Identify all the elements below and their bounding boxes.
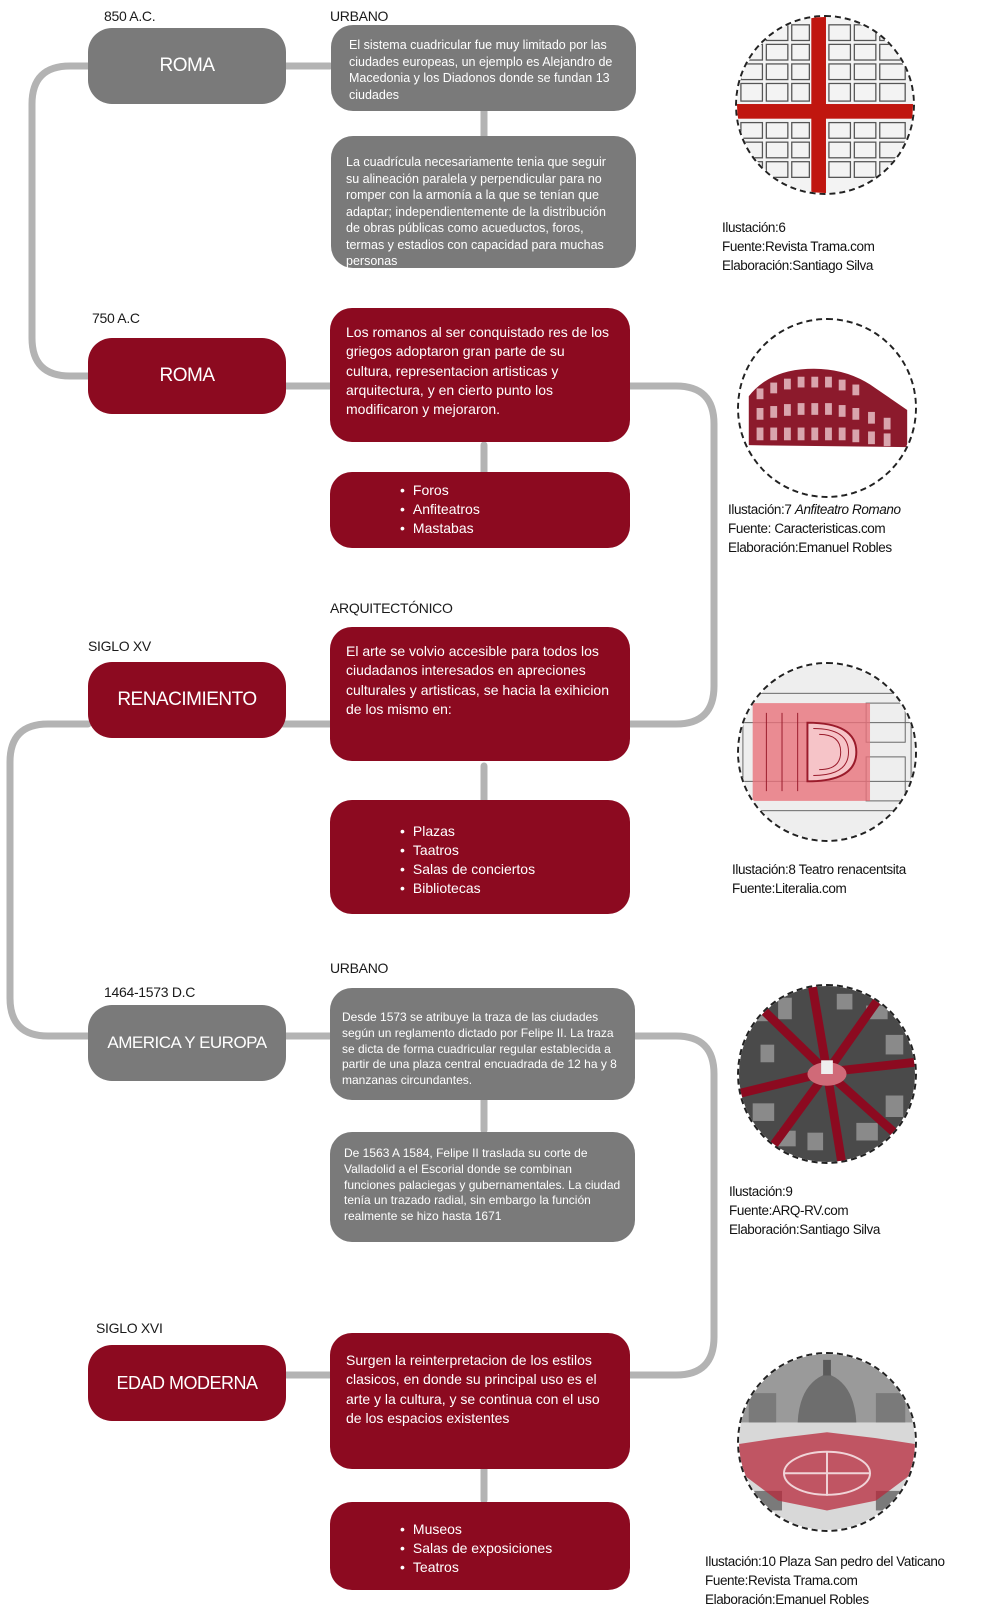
era-pill-edad-moderna: EDAD MODERNA [88, 1345, 286, 1421]
caption-line: Elaboración:Santiago Silva [722, 258, 873, 273]
theatre-plan-icon [737, 662, 917, 842]
date-label-siglo-xvi: SIGLO XVI [96, 1320, 163, 1336]
urban-grid-plan-icon [735, 15, 915, 195]
era-name: RENACIMIENTO [117, 689, 257, 710]
era-pill-roma-850: ROMA [88, 28, 286, 104]
list-item: Mastabas [400, 519, 630, 538]
description-box: Surgen la reinterpretacion de los estilo… [330, 1333, 630, 1469]
caption-italic: Anfiteatro Romano [794, 502, 901, 517]
caption-line: Ilustación:9 [729, 1184, 793, 1199]
date-label-roma-750: 750 A.C [92, 310, 140, 326]
description-text: Los romanos al ser conquistado res de lo… [346, 324, 610, 418]
list-item: Salas de conciertos [400, 860, 630, 879]
items-box: Plazas Taatros Salas de conciertos Bibli… [330, 800, 630, 914]
date-label-1464-1573: 1464-1573 D.C [104, 984, 196, 1000]
description-text: Surgen la reinterpretacion de los estilo… [346, 1352, 600, 1426]
description-text: Desde 1573 se atribuye la traza de las c… [342, 1010, 617, 1088]
image-caption: Ilustación:7 Anfiteatro Romano Fuente: C… [728, 500, 901, 557]
caption-line: Ilustación:10 Plaza San pedro del Vatica… [705, 1554, 945, 1569]
description-text: De 1563 A 1584, Felipe II traslada su co… [344, 1146, 621, 1224]
list-item: Taatros [400, 841, 630, 860]
caption-prefix: Ilustación:7 [728, 502, 795, 517]
image-caption: Ilustación:10 Plaza San pedro del Vatica… [705, 1552, 945, 1609]
caption-line: Fuente:Revista Trama.com [722, 239, 875, 254]
radial-city-plan-icon [737, 984, 917, 1164]
description-box: De 1563 A 1584, Felipe II traslada su co… [330, 1132, 635, 1242]
caption-line: Ilustación:8 Teatro renacentsita [732, 862, 906, 877]
caption-line: Elaboración:Emanuel Robles [728, 540, 892, 555]
list-item: Foros [400, 481, 630, 500]
caption-line: Ilustación:7 Anfiteatro Romano [728, 500, 901, 519]
description-text: El arte se volvio accesible para todos l… [346, 643, 610, 717]
list-item: Plazas [400, 822, 630, 841]
era-name: AMERICA Y EUROPA [107, 1033, 267, 1052]
list-item: Anfiteatros [400, 500, 630, 519]
items-list: Museos Salas de exposiciones Teatros [330, 1520, 630, 1577]
caption-line: Elaboración:Emanuel Robles [705, 1592, 869, 1607]
era-name: ROMA [159, 55, 216, 76]
caption-line: Fuente:Literalia.com [732, 881, 847, 896]
description-text: El sistema cuadricular fue muy limitado … [349, 38, 613, 102]
items-list: Foros Anfiteatros Mastabas [330, 481, 630, 538]
list-item: Teatros [400, 1558, 630, 1577]
era-pill-renacimiento: RENACIMIENTO [88, 662, 286, 738]
items-list: Plazas Taatros Salas de conciertos Bibli… [330, 822, 630, 898]
list-item: Museos [400, 1520, 630, 1539]
image-caption: Ilustación:8 Teatro renacentsita Fuente:… [732, 860, 906, 898]
era-pill-america-europa: AMERICA Y EUROPA [88, 1005, 286, 1081]
category-label-arquitectonico: ARQUITECTÓNICO [330, 600, 453, 616]
category-label-urbano: URBANO [330, 960, 389, 976]
era-name: ROMA [159, 365, 216, 386]
caption-line: Ilustación:6 [722, 220, 786, 235]
caption-line: Elaboración:Santiago Silva [729, 1222, 880, 1237]
description-box: El arte se volvio accesible para todos l… [330, 627, 630, 761]
caption-line: Fuente:ARQ-RV.com [729, 1203, 849, 1218]
colosseum-icon [737, 318, 917, 498]
list-item: Bibliotecas [400, 879, 630, 898]
st-peters-square-icon [737, 1352, 917, 1532]
items-box: Museos Salas de exposiciones Teatros [330, 1502, 630, 1590]
era-pill-roma-750: ROMA [88, 338, 286, 414]
date-label-siglo-xv: SIGLO XV [88, 638, 151, 654]
image-caption: Ilustación:9 Fuente:ARQ-RV.com Elaboraci… [729, 1182, 880, 1239]
era-name: EDAD MODERNA [116, 1372, 258, 1393]
image-caption: Ilustación:6 Fuente:Revista Trama.com El… [722, 218, 875, 275]
description-box: Desde 1573 se atribuye la traza de las c… [330, 988, 635, 1100]
items-box: Foros Anfiteatros Mastabas [330, 472, 630, 548]
description-box: La cuadrícula necesariamente tenia que s… [331, 136, 636, 268]
caption-line: Fuente:Revista Trama.com [705, 1573, 858, 1588]
list-item: Salas de exposiciones [400, 1539, 630, 1558]
description-box: Los romanos al ser conquistado res de lo… [330, 308, 630, 442]
category-label-urbano: URBANO [330, 8, 389, 24]
description-box: El sistema cuadricular fue muy limitado … [331, 25, 636, 111]
caption-line: Fuente: Caracteristicas.com [728, 521, 886, 536]
description-text: La cuadrícula necesariamente tenia que s… [346, 155, 606, 268]
date-label-roma-850: 850 A.C. [104, 8, 156, 24]
